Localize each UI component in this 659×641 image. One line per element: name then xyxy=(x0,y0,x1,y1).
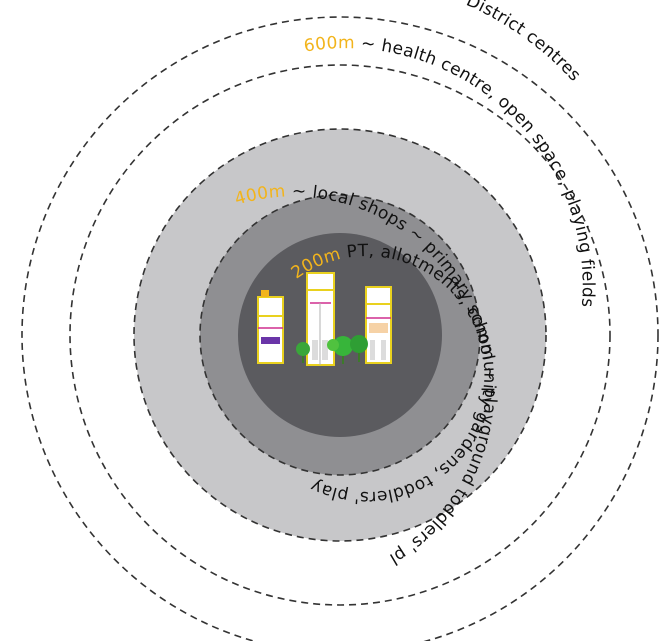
ring-800m-label: 800m ~ District centres xyxy=(391,0,584,86)
building-icon xyxy=(306,272,335,366)
center-disc xyxy=(238,233,442,437)
tree-icon xyxy=(350,335,368,362)
ring-800m-circle xyxy=(21,16,659,641)
building-icon xyxy=(365,286,392,364)
building-icon xyxy=(257,290,284,364)
tree-icon xyxy=(327,339,339,351)
tree-icon xyxy=(296,342,310,363)
ring-600m-distance: 600m xyxy=(303,33,355,56)
tree-icon xyxy=(333,336,353,364)
buildings-and-trees-illustration xyxy=(257,272,392,366)
ring-600m-circle xyxy=(69,64,611,606)
